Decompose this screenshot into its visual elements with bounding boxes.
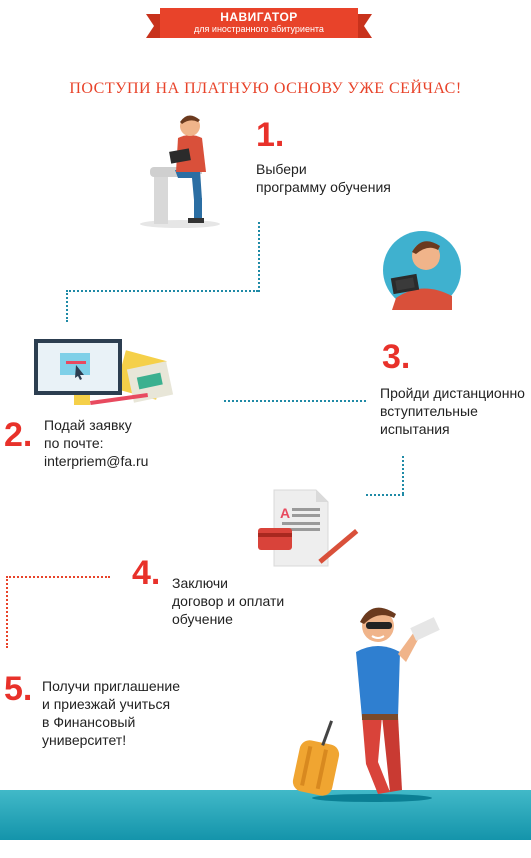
email-link: interpriem@fa.ru [44,453,149,469]
contract-document-icon: A [258,489,359,567]
connector-1c [66,290,68,322]
student-with-tablet-icon [140,115,220,228]
svg-text:A: A [280,505,290,521]
connector-1 [258,222,260,292]
header-ribbon: НАВИГАТОР для иностранного абитуриента [146,8,372,38]
computer-with-documents-icon [34,339,174,406]
step-2-text: Подай заявку по почте: interpriem@fa.ru [44,417,149,469]
connector-4b [6,576,8,648]
header-title: НАВИГАТОР [220,10,298,24]
connector-3b [366,494,404,496]
connector-1b [66,290,258,292]
step-5-text: Получи приглашение и приезжай учиться в … [42,678,181,748]
step-1-number: 1. [256,116,285,154]
bottom-strip [0,840,531,858]
step-3-number: 3. [382,338,411,376]
connector-4 [6,576,110,578]
page-headline: ПОСТУПИ НА ПЛАТНУЮ ОСНОВУ УЖЕ СЕЙЧАС! [69,80,462,97]
step-4-number: 4. [132,554,161,592]
connector-2 [224,400,366,402]
sea-background [0,790,531,848]
header-subtitle: для иностранного абитуриента [194,24,324,34]
student-avatar-icon [383,231,461,310]
step-2-number: 2. [4,416,33,454]
traveler-with-luggage-icon [292,607,440,802]
step-3-text: Пройди дистанционно вступительные испыта… [380,385,525,437]
connector-3 [402,456,404,494]
step-4-text: Заключи договор и оплати обучение [172,575,285,627]
step-5-number: 5. [4,670,33,708]
step-1-text: Выбери программу обучения [256,161,391,195]
